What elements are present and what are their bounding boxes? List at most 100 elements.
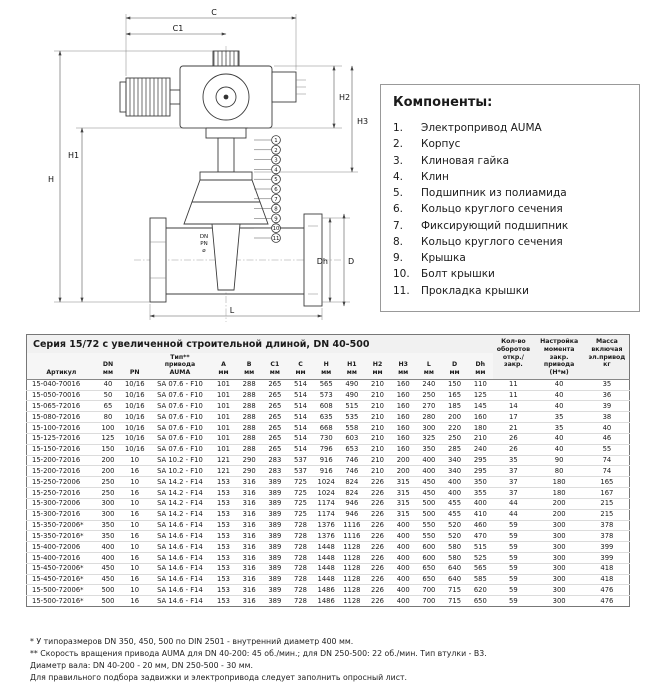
column-header-mass: Масса включая эл.привод кг: [584, 334, 630, 380]
table-cell: 10/16: [120, 390, 150, 402]
table-cell: 400: [390, 563, 417, 575]
table-cell: 668: [313, 422, 340, 434]
table-cell: 585: [467, 574, 494, 586]
table-cell: 200: [441, 411, 468, 424]
table-cell: SA 07.6 - F10: [149, 400, 211, 413]
actuator-housing: [179, 50, 306, 129]
table-cell: 100: [95, 422, 121, 434]
table-cell: 1024: [313, 487, 340, 499]
table-cell: 165: [441, 390, 468, 402]
table-cell: 10: [120, 541, 150, 553]
table-cell: 400: [416, 465, 442, 478]
table-cell: 389: [268, 596, 282, 605]
component-item: 7.Фиксирующий подшипник: [393, 218, 627, 234]
table-cell: 389: [262, 498, 288, 510]
table-cell: 10: [120, 520, 150, 532]
table-cell: 315: [390, 498, 417, 510]
table-cell: 728: [287, 520, 314, 532]
table-cell: 300: [416, 422, 442, 434]
column-header: H3 мм: [390, 352, 417, 380]
table-cell: 389: [262, 574, 288, 586]
table-cell: 35: [533, 422, 585, 434]
component-item: 8.Кольцо круглого сечения: [393, 234, 627, 250]
component-label: Болт крышки: [421, 268, 495, 281]
table-cell: 535: [339, 411, 365, 424]
table-cell: 400: [95, 552, 121, 564]
table-cell: 160: [390, 390, 417, 402]
table-cell: 110: [467, 379, 494, 391]
table-cell: 515: [467, 541, 494, 553]
table-cell: 476: [584, 584, 630, 597]
table-cell: 10: [120, 584, 150, 597]
table-cell: 389: [262, 476, 288, 489]
table-cell: 59: [493, 541, 534, 553]
callout-circle: [271, 213, 281, 224]
table-cell: 210: [364, 411, 391, 424]
components-title: Компоненты:: [393, 95, 493, 110]
table-cell: 153: [210, 487, 237, 499]
component-number: 11.: [393, 284, 410, 297]
table-cell: 580: [441, 541, 468, 553]
table-cell: 80: [533, 465, 585, 478]
table-cell: 16: [130, 596, 140, 605]
table-cell: 399: [584, 552, 630, 564]
table-cell: 1128: [339, 574, 365, 586]
table-cell: 226: [364, 530, 391, 543]
table-cell: 300: [533, 520, 585, 532]
table-cell: 200: [533, 498, 585, 510]
callout-number: 4: [274, 167, 278, 173]
table-cell: 350: [95, 520, 121, 532]
table-cell: 389: [262, 530, 288, 543]
table-cell: 300: [533, 563, 585, 575]
table-cell: 40: [533, 390, 585, 402]
table-cell: 15-080-72016: [26, 411, 96, 424]
table-cell: 746: [339, 465, 365, 478]
table-cell: SA 14.2 - F14: [149, 476, 211, 489]
actuator-handwheel: [119, 77, 181, 117]
table-cell: 40: [584, 422, 630, 434]
table-cell: 59: [493, 574, 534, 586]
table-cell: 74: [584, 455, 630, 467]
table-cell: 1376: [313, 530, 340, 543]
table-cell: 565: [467, 563, 494, 575]
table-cell: 300: [95, 509, 121, 521]
table-cell: 514: [287, 379, 314, 391]
table-cell: 59: [493, 563, 534, 575]
table-cell: 916: [313, 455, 340, 467]
table-cell: 15-250-72006: [26, 476, 96, 489]
table-cell: 160: [390, 379, 417, 391]
table-cell: 26: [493, 444, 534, 456]
table-cell: 315: [390, 509, 417, 521]
table-cell: 746: [339, 455, 365, 467]
callout-circle: [271, 223, 281, 234]
table-cell: 145: [467, 400, 494, 413]
table-cell: 160: [390, 422, 417, 434]
table-cell: 210: [364, 444, 391, 456]
callout-number: 10: [273, 226, 280, 232]
callout-circle: [271, 135, 281, 145]
table-cell: 240: [416, 379, 442, 391]
table-cell: 946: [339, 498, 365, 510]
table-cell: 16: [120, 465, 150, 478]
table-cell: 400: [441, 476, 468, 489]
table-cell: 725: [287, 487, 314, 499]
table-cell: 10/16: [120, 444, 150, 456]
table-cell: 150: [441, 379, 468, 391]
component-item: 4.Клин: [393, 169, 627, 185]
table-cell: 400: [95, 541, 121, 553]
table-cell: 340: [441, 455, 468, 467]
table-cell: 715: [448, 596, 462, 605]
component-item: 2.Корпус: [393, 136, 627, 152]
component-label: Кольцо круглого сечения: [421, 235, 563, 248]
table-cell: 400: [390, 552, 417, 564]
table-cell: 265: [262, 390, 288, 402]
table-cell: 1116: [339, 530, 365, 543]
table-cell: 355: [467, 487, 494, 499]
table-cell: 700: [422, 596, 436, 605]
table-cell: 725: [287, 498, 314, 510]
table-cell: 653: [339, 444, 365, 456]
table-cell: 946: [339, 509, 365, 521]
table-cell: SA 07.6 - F10: [149, 422, 211, 434]
table-cell: 226: [364, 552, 391, 564]
table-cell: 350: [416, 444, 442, 456]
